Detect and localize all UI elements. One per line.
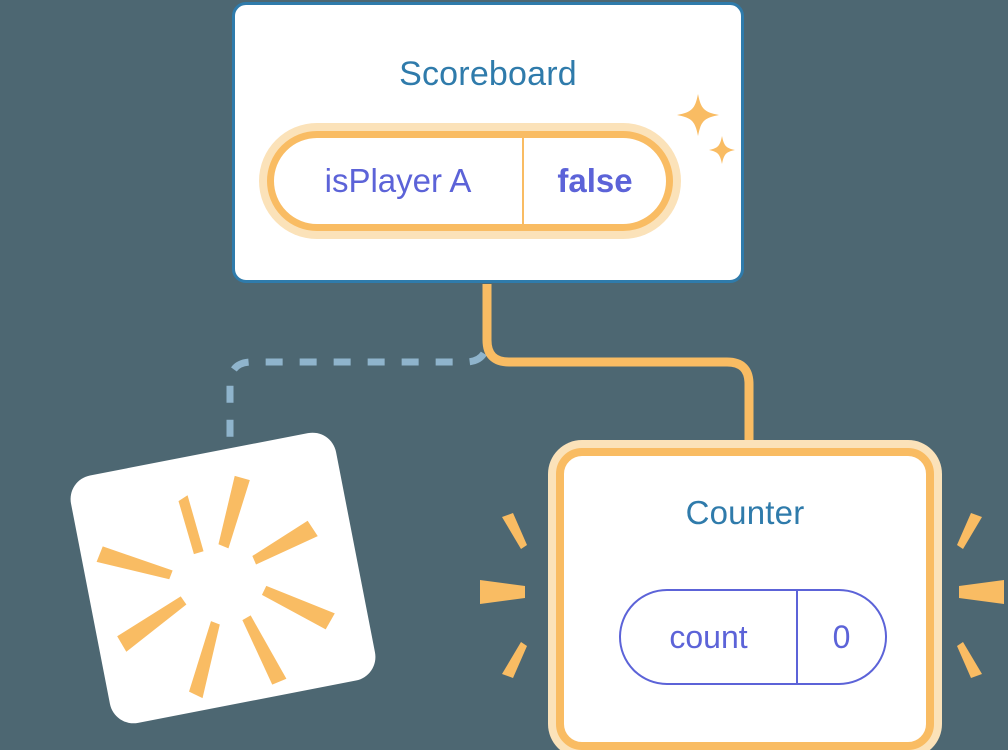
counter-burst-right-icon: [957, 513, 1004, 678]
counter-state-value: 0: [796, 591, 885, 683]
scoreboard-title: Scoreboard: [399, 55, 577, 93]
scoreboard-state-value: false: [522, 138, 666, 224]
counter-title: Counter: [685, 494, 805, 531]
tilted-card[interactable]: [66, 428, 380, 728]
connector-scoreboard-to-counter: [482, 284, 754, 462]
counter-burst-left-icon: [480, 513, 527, 678]
scoreboard-card[interactable]: Scoreboard isPlayer A false: [232, 2, 744, 283]
counter-state-pill[interactable]: count 0: [619, 589, 887, 685]
counter-state-key: count: [669, 618, 748, 655]
sparkles-icon: [677, 94, 735, 164]
scoreboard-state-pill[interactable]: isPlayer A false: [259, 123, 681, 239]
counter-card[interactable]: Counter count 0: [556, 448, 934, 750]
scoreboard-state-key: isPlayer A: [324, 162, 472, 199]
burst-rays-icon: [96, 475, 335, 699]
